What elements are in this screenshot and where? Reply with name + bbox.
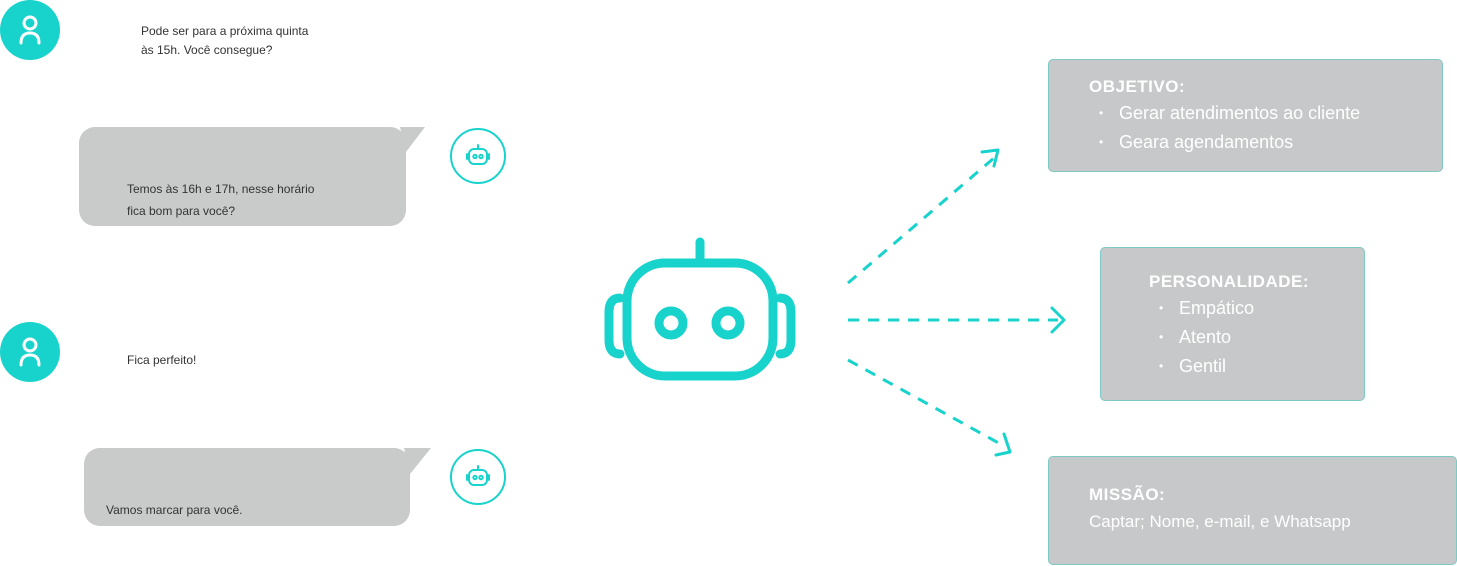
user-icon xyxy=(19,15,41,45)
objetivo-card: OBJETIVO: Gerar atendimentos ao cliente … xyxy=(1048,59,1443,172)
personalidade-item: Atento xyxy=(1149,323,1364,352)
objetivo-item: Geara agendamentos xyxy=(1089,128,1442,157)
robot-icon xyxy=(466,144,490,165)
bot-avatar xyxy=(450,449,506,505)
user-avatar xyxy=(0,0,60,60)
missao-title: MISSÃO: xyxy=(1089,485,1166,504)
personalidade-title: PERSONALIDADE: xyxy=(1149,272,1310,291)
bot-message: Temos às 16h e 17h, nesse horário fica b… xyxy=(127,182,315,218)
bot-message-bubble: Temos às 16h e 17h, nesse horário fica b… xyxy=(79,127,406,226)
bot-message-bubble: Vamos marcar para você. xyxy=(84,448,410,526)
arrowhead-objetivo xyxy=(980,148,1000,168)
robot-icon xyxy=(604,237,796,381)
bot-avatar xyxy=(450,128,506,184)
missao-card: MISSÃO: Captar; Nome, e-mail, e Whatsapp xyxy=(1048,456,1457,565)
missao-text: Captar; Nome, e-mail, e Whatsapp xyxy=(1089,512,1351,531)
personalidade-item: Empático xyxy=(1149,294,1364,323)
arrowhead-personalidade xyxy=(1050,306,1066,334)
arrow-to-objetivo xyxy=(847,156,995,285)
arrow-to-missao xyxy=(847,358,1005,448)
objetivo-item: Gerar atendimentos ao cliente xyxy=(1089,99,1442,128)
user-icon xyxy=(19,337,41,367)
user-avatar xyxy=(0,322,60,382)
personalidade-card: PERSONALIDADE: Empático Atento Gentil xyxy=(1100,247,1365,401)
bubble-tail xyxy=(404,448,431,474)
user-message: Pode ser para a próxima quinta às 15h. V… xyxy=(141,24,309,57)
bubble-tail xyxy=(400,127,425,152)
robot-icon xyxy=(466,465,490,486)
user-message: Fica perfeito! xyxy=(127,353,197,367)
personalidade-item: Gentil xyxy=(1149,352,1364,381)
objetivo-title: OBJETIVO: xyxy=(1089,77,1186,96)
arrowhead-missao xyxy=(994,432,1012,457)
bot-message: Vamos marcar para você. xyxy=(106,503,243,517)
